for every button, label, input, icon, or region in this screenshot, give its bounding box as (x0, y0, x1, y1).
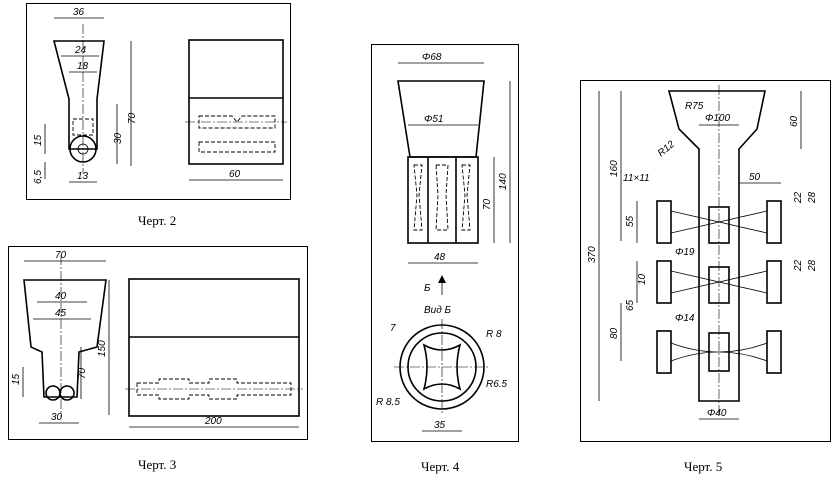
dim-28-b: 28 (807, 259, 818, 272)
dim-160: 160 (609, 160, 620, 177)
dim-36: 36 (73, 7, 85, 18)
dim-150: 150 (97, 340, 108, 357)
dim-r8-5: R 8.5 (376, 397, 400, 408)
dim-48: 48 (434, 252, 446, 263)
dim-28-a: 28 (807, 191, 818, 204)
dim-140: 140 (498, 173, 509, 190)
fig2-hidden-slot (72, 118, 94, 136)
dim-10: 10 (637, 273, 648, 285)
dim-phi68: Φ68 (422, 52, 442, 63)
figure-3-frame: 70 40 45 15 70 150 30 200 (8, 246, 308, 440)
figure-3-drawing: 70 40 45 15 70 150 30 200 (11, 250, 303, 428)
dim-45: 45 (55, 308, 67, 319)
dim-70: 70 (77, 367, 88, 379)
fig5-row-1 (656, 200, 782, 244)
fig2-side-hidden-1 (198, 115, 276, 129)
dim-30: 30 (51, 412, 63, 423)
dim-13: 13 (77, 171, 89, 182)
fig3-side-body (128, 278, 300, 417)
fig3-hidden-contour (136, 378, 292, 400)
dim-60: 60 (789, 115, 800, 127)
caption-fig3: Черт. 3 (138, 457, 177, 472)
dim-11x11: 11×11 (623, 173, 650, 184)
dim-phi14: Φ14 (675, 313, 695, 324)
dim-7: 7 (390, 323, 396, 334)
dim-55: 55 (625, 215, 636, 227)
dim-80: 80 (609, 327, 620, 339)
fig4-block (407, 156, 479, 244)
dim-70: 70 (127, 112, 138, 124)
dim-phi100: Φ100 (705, 113, 730, 124)
dim-60: 60 (229, 169, 241, 180)
fig3-front-body (23, 279, 107, 398)
dim-70-top: 70 (55, 250, 67, 261)
caption-fig5: Черт. 5 (684, 459, 723, 474)
caption-fig2: Черт. 2 (138, 213, 177, 228)
caption-fig4: Черт. 4 (421, 459, 460, 474)
arrow-label-b: Б (424, 283, 431, 294)
view-b-label: Вид Б (424, 305, 452, 316)
dim-r12: R12 (656, 139, 677, 160)
dim-15: 15 (11, 373, 22, 385)
fig2-side-body (188, 39, 284, 165)
fig5-row-2 (656, 260, 782, 304)
fig2-front-body (52, 40, 105, 150)
fig4-cross-profile (422, 343, 462, 391)
dim-200: 200 (204, 416, 222, 427)
dim-r8: R 8 (486, 329, 502, 340)
dim-24: 24 (74, 45, 87, 56)
dim-phi51: Φ51 (424, 114, 444, 125)
dim-50: 50 (749, 172, 761, 183)
dim-40: 40 (55, 291, 67, 302)
dim-6-5: 6,5 (33, 170, 44, 184)
figure-5-drawing: R75 Φ100 R12 60 160 370 11×11 50 22 28 5… (587, 85, 818, 420)
figure-5-frame: R75 Φ100 R12 60 160 370 11×11 50 22 28 5… (580, 80, 831, 442)
dim-r6-5: R6.5 (486, 379, 508, 390)
dim-35: 35 (434, 420, 446, 431)
dim-phi40: Φ40 (707, 408, 727, 419)
fig5-row-3 (656, 330, 782, 374)
figure-2-drawing: 36 24 18 70 30 15 6,5 13 60 (33, 7, 287, 184)
fig5-body (667, 90, 766, 402)
figure-4-drawing: Φ68 Φ51 140 70 48 Б Вид Б 7 R 8 R6.5 R 8… (376, 52, 511, 432)
dim-18: 18 (77, 61, 89, 72)
dim-r75: R75 (685, 101, 704, 112)
figure-2-frame: 36 24 18 70 30 15 6,5 13 60 (26, 3, 291, 200)
dim-22-a: 22 (793, 191, 804, 204)
dim-phi19: Φ19 (675, 247, 695, 258)
dim-70: 70 (482, 198, 493, 210)
dim-65: 65 (625, 299, 636, 311)
dim-15: 15 (33, 134, 44, 146)
figure-4-frame: Φ68 Φ51 140 70 48 Б Вид Б 7 R 8 R6.5 R 8… (371, 44, 519, 442)
dim-370: 370 (587, 246, 598, 263)
dim-22-b: 22 (793, 259, 804, 272)
dim-30: 30 (113, 132, 124, 144)
fig2-side-hidden-2 (198, 141, 276, 153)
